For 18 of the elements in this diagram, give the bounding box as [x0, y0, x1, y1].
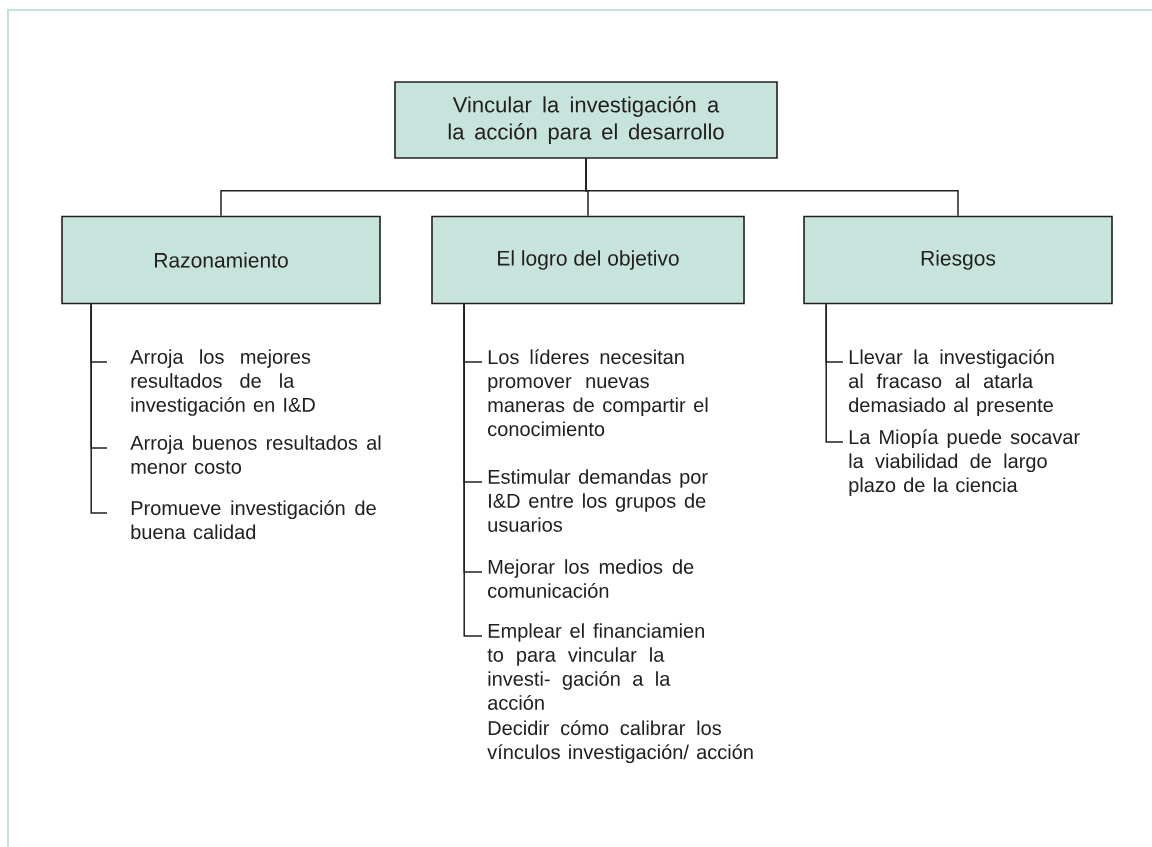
item-text: Mejorar los medios de comunicación [488, 559, 694, 598]
category-box: Riesgos [803, 215, 1113, 305]
item-text: Decidir cómo calibrar los vínculos investigación/ acción [487, 720, 753, 764]
category-box: El logro del objetivo [431, 215, 745, 305]
title-box: Vincular la investigación a la acción para el desarrollo [394, 81, 778, 159]
connector-line [90, 303, 108, 514]
item-text: Emplear el financiamien to para vincular la investi- gación a la acción [487, 623, 704, 710]
item-text: Estimular demandas por I&D entre los grupos de usuarios [488, 469, 708, 532]
item-text: La Miopía puede socavar la viabilidad de largo plazo de la ciencia [849, 429, 1080, 497]
item-text: Llevar la investigación al fracaso al atarla demasiado al presente [849, 349, 1054, 417]
item-text: Los líderes necesitan promover nuevas maneras de compartir el conocimiento [488, 349, 708, 437]
item-text: Promueve investigación de buena calidad [131, 500, 376, 540]
connector-line [585, 158, 959, 217]
item-text: Arroja los mejores resultados de la investigación en I&D [130, 349, 315, 416]
connector-line [463, 303, 483, 637]
connector-line [825, 303, 844, 443]
category-box: Razonamiento [61, 215, 381, 305]
item-text: Arroja buenos resultados al menor costo [130, 435, 381, 474]
